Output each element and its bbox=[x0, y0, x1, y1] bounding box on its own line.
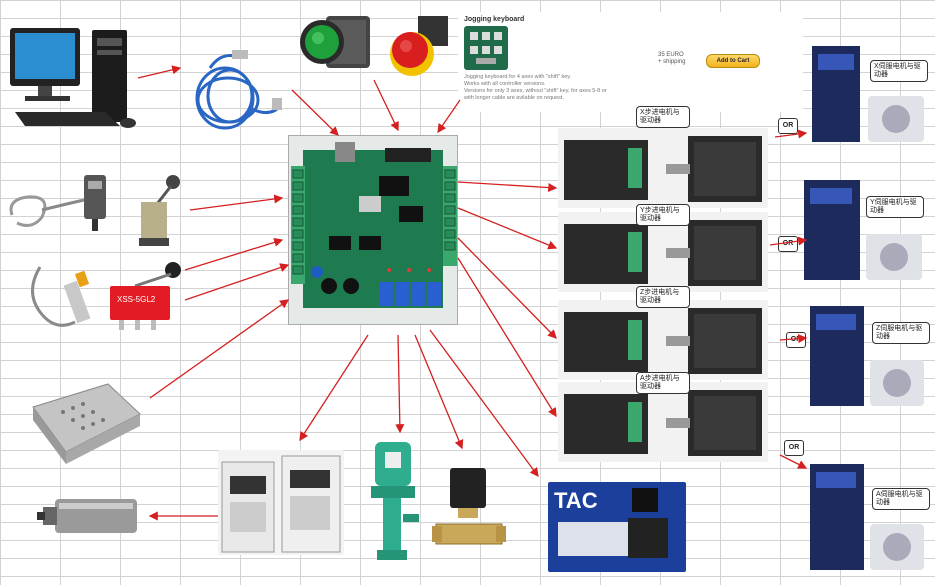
arrow-board-x bbox=[457, 181, 558, 193]
arrow-sensor-board bbox=[184, 237, 284, 271]
usb-cable-image bbox=[180, 48, 288, 143]
keyboard-title: Jogging keyboard bbox=[464, 16, 525, 23]
arrow-or-servo-3 bbox=[779, 334, 808, 344]
spindle-image bbox=[35, 487, 147, 545]
micro-switch-image: XSS-5GL2 bbox=[105, 258, 185, 338]
or-badge-x: OR bbox=[778, 118, 798, 134]
switch-text: XSS-5GL2 bbox=[117, 295, 156, 304]
servo-label-y: Y伺服电机与驱动器 bbox=[866, 196, 924, 218]
probe-sensor-image bbox=[2, 165, 120, 235]
arrow-board-inverter bbox=[299, 334, 369, 442]
usb-cable-icon bbox=[195, 50, 282, 130]
power-supply-image bbox=[28, 372, 143, 470]
servo-y-image bbox=[800, 174, 926, 284]
servo-label-x: X伺服电机与驱动器 bbox=[870, 60, 928, 82]
arrow-switch-board bbox=[184, 263, 290, 301]
pneumatic-valve-icon: TAC bbox=[548, 482, 686, 572]
stepper-label-y: Y步进电机与驱动器 bbox=[636, 204, 690, 226]
arrow-board-pump bbox=[395, 334, 405, 434]
arrow-board-a bbox=[457, 257, 557, 418]
svg-text:TAC: TAC bbox=[554, 488, 598, 513]
probe-icon bbox=[9, 175, 106, 231]
arrow-button-board bbox=[373, 79, 399, 132]
inverter-icon bbox=[218, 450, 344, 555]
arrow-or-servo-2 bbox=[769, 236, 808, 246]
proximity-sensor-image bbox=[20, 252, 102, 337]
keyboard-desc-line: Versions for only 3 axes, without "shift… bbox=[464, 88, 607, 94]
limit-switch-image bbox=[125, 168, 185, 250]
stepper-label-a: A步进电机与驱动器 bbox=[636, 372, 690, 394]
valve-icon bbox=[432, 468, 506, 545]
emergency-stop-image bbox=[380, 10, 452, 82]
arrow-keyboard-board bbox=[437, 99, 461, 134]
solenoid-valve-image bbox=[432, 462, 520, 552]
arrow-board-y bbox=[457, 207, 558, 250]
stepper-row-x bbox=[558, 128, 768, 208]
controller-board-image bbox=[288, 135, 458, 325]
keypad-icon bbox=[464, 26, 508, 70]
keyboard-shipping: + shipping bbox=[658, 59, 686, 65]
arrow-board-z bbox=[457, 237, 557, 339]
arrow-board-airtac bbox=[429, 329, 539, 478]
keyboard-desc-line: Works with all controller versions. bbox=[464, 81, 546, 87]
arrow-board-valve bbox=[414, 334, 464, 450]
keyboard-price: 35 EURO bbox=[658, 52, 684, 58]
limit-switch-icon bbox=[139, 175, 180, 246]
micro-switch-icon: XSS-5GL2 bbox=[110, 262, 181, 330]
arrow-or-servo-1 bbox=[774, 129, 808, 139]
add-to-cart-button[interactable]: Add to Cart bbox=[706, 54, 760, 68]
arrow-pc-usb bbox=[137, 65, 182, 79]
keyboard-desc-line: with longer cable are avilable on reques… bbox=[464, 95, 564, 101]
servo-a-image bbox=[806, 458, 928, 576]
arrow-or-servo-4 bbox=[779, 454, 808, 469]
stepper-row-z bbox=[558, 300, 768, 380]
servo-x-image bbox=[808, 40, 928, 146]
pump-icon bbox=[371, 442, 419, 560]
pcb-icon bbox=[291, 142, 457, 308]
arrow-probe-board bbox=[189, 194, 284, 211]
coolant-pump-image bbox=[363, 438, 425, 566]
keyboard-desc-line: Jogging keyboard for 4 axes with "shift"… bbox=[464, 74, 572, 80]
jogging-keyboard-panel: Jogging keyboard 35 EURO + shipping Add … bbox=[458, 12, 803, 112]
stepper-label-x: X步进电机与驱动器 bbox=[636, 106, 690, 128]
arrow-usb-board bbox=[291, 89, 339, 136]
or-badge-a: OR bbox=[784, 440, 804, 456]
servo-label-a: A伺服电机与驱动器 bbox=[872, 488, 930, 510]
airtac-valve-image: TAC bbox=[548, 482, 686, 572]
stepper-label-z: Z步进电机与驱动器 bbox=[636, 286, 690, 308]
power-supply-icon bbox=[32, 383, 141, 464]
keyboard-description: Jogging keyboard for 4 axes with "shift"… bbox=[464, 74, 664, 102]
emergency-stop-icon bbox=[390, 16, 448, 76]
arrow-psu-board bbox=[149, 299, 290, 399]
green-button-image bbox=[298, 8, 374, 72]
desktop-pc-icon bbox=[10, 28, 136, 128]
computer-image bbox=[10, 20, 140, 135]
proximity-sensor-icon bbox=[31, 266, 91, 327]
spindle-icon bbox=[37, 499, 137, 533]
stepper-row-a bbox=[558, 382, 768, 462]
push-button-icon bbox=[300, 16, 370, 68]
servo-label-z: Z伺服电机与驱动器 bbox=[872, 322, 930, 344]
inverter-image bbox=[218, 450, 344, 555]
servo-z-image bbox=[806, 300, 928, 412]
